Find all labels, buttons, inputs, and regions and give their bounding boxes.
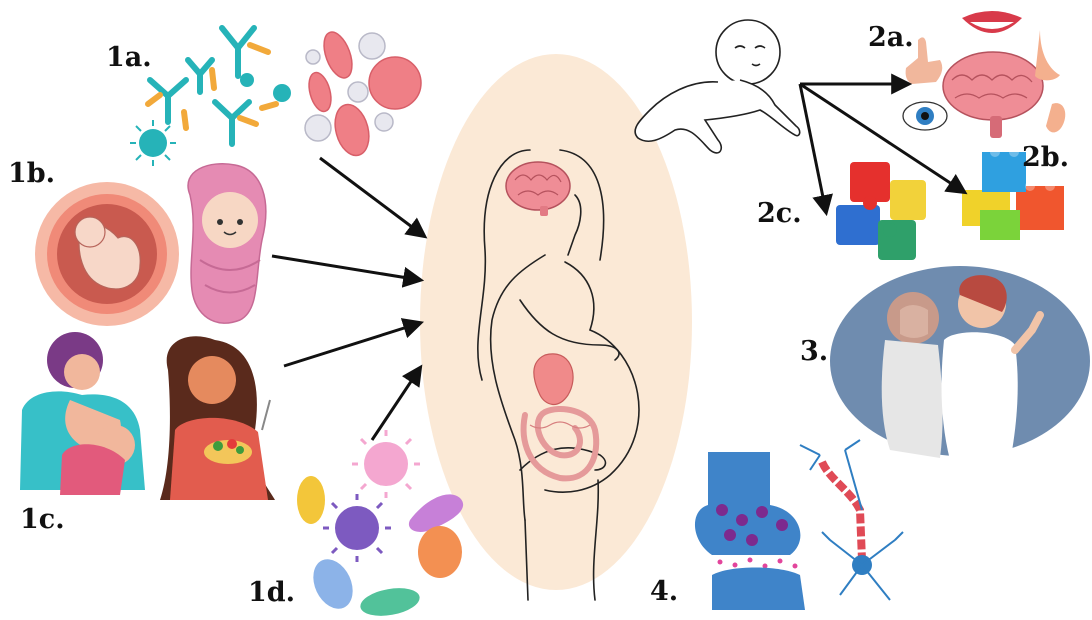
breastfeeding-mother-illustration (20, 332, 145, 495)
social-interaction-illustration (830, 266, 1090, 462)
label-1a: 1a. (106, 42, 152, 73)
label-2a: 2a. (868, 22, 914, 53)
arrow-1a (320, 158, 424, 236)
label-4: 4. (650, 576, 678, 607)
senses-illustration (903, 11, 1065, 138)
arrow-1c (284, 323, 420, 366)
immune-molecules-illustration (130, 28, 421, 166)
label-3: 3. (800, 336, 828, 367)
woman-eating-salad-illustration (160, 336, 275, 500)
label-2c: 2c. (757, 198, 802, 229)
fetus-in-womb-illustration (35, 182, 179, 326)
swaddled-baby-illustration (188, 164, 266, 323)
gut-microbes-illustration (297, 430, 463, 620)
arrow-1d (372, 368, 420, 440)
label-1d: 1d. (248, 577, 295, 608)
label-1b: 1b. (8, 158, 55, 189)
arrow-2c (800, 84, 826, 212)
label-1c: 1c. (20, 504, 65, 535)
label-2b: 2b. (1022, 142, 1069, 173)
puzzle-pieces-illustration (836, 162, 926, 260)
crawling-baby-illustration (635, 20, 800, 153)
synapse-and-neuron-illustration (695, 440, 903, 610)
arrow-1b (272, 256, 420, 280)
